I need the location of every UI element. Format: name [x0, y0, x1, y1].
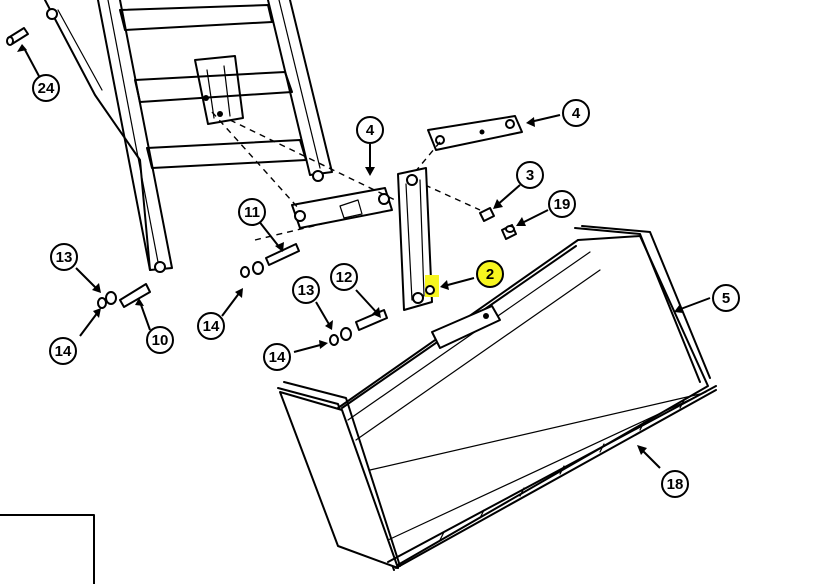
svg-text:14: 14 — [55, 343, 72, 360]
svg-text:12: 12 — [336, 269, 353, 286]
assembly-lines — [211, 111, 481, 241]
svg-text:24: 24 — [38, 80, 55, 97]
callout-3: 3 — [516, 161, 544, 189]
svg-text:18: 18 — [667, 476, 684, 493]
svg-text:13: 13 — [56, 249, 73, 266]
pin-24 — [6, 27, 29, 46]
callout-13-right: 13 — [292, 276, 320, 304]
callout-13-left: 13 — [50, 243, 78, 271]
washer-left-assembly — [240, 261, 264, 278]
hinge-bracket-lower — [291, 187, 393, 229]
grease-fitting — [479, 207, 495, 222]
cap-19 — [501, 224, 517, 240]
leader-arrows — [17, 44, 711, 469]
callout-2: 2 — [476, 260, 504, 288]
callout-4-upper: 4 — [562, 99, 590, 127]
svg-text:11: 11 — [244, 204, 260, 221]
bucket — [277, 225, 717, 571]
callout-19: 19 — [548, 190, 576, 218]
link-bar — [397, 167, 439, 311]
svg-text:19: 19 — [554, 196, 571, 213]
callout-10: 10 — [146, 326, 174, 354]
svg-text:4: 4 — [366, 122, 375, 139]
callout-14-middle: 14 — [197, 312, 225, 340]
frame-box — [0, 514, 95, 584]
svg-text:4: 4 — [572, 105, 581, 122]
callout-4-lower: 4 — [356, 116, 384, 144]
hinge-bracket-upper — [427, 115, 523, 151]
pin-11 — [265, 243, 300, 266]
svg-text:3: 3 — [526, 167, 534, 184]
svg-text:10: 10 — [152, 332, 169, 349]
callout-11: 11 — [238, 198, 266, 226]
svg-text:13: 13 — [298, 282, 315, 299]
svg-text:14: 14 — [269, 349, 286, 366]
pin-10 — [97, 283, 151, 309]
callout-14-right: 14 — [263, 343, 291, 371]
svg-text:2: 2 — [486, 266, 494, 283]
callout-18: 18 — [661, 470, 689, 498]
callout-5: 5 — [712, 284, 740, 312]
svg-text:5: 5 — [722, 290, 730, 307]
callout-12: 12 — [330, 263, 358, 291]
svg-text:14: 14 — [203, 318, 220, 335]
callout-14-left: 14 — [49, 337, 77, 365]
loader-arm-frame — [44, 0, 333, 273]
callout-24: 24 — [32, 74, 60, 102]
